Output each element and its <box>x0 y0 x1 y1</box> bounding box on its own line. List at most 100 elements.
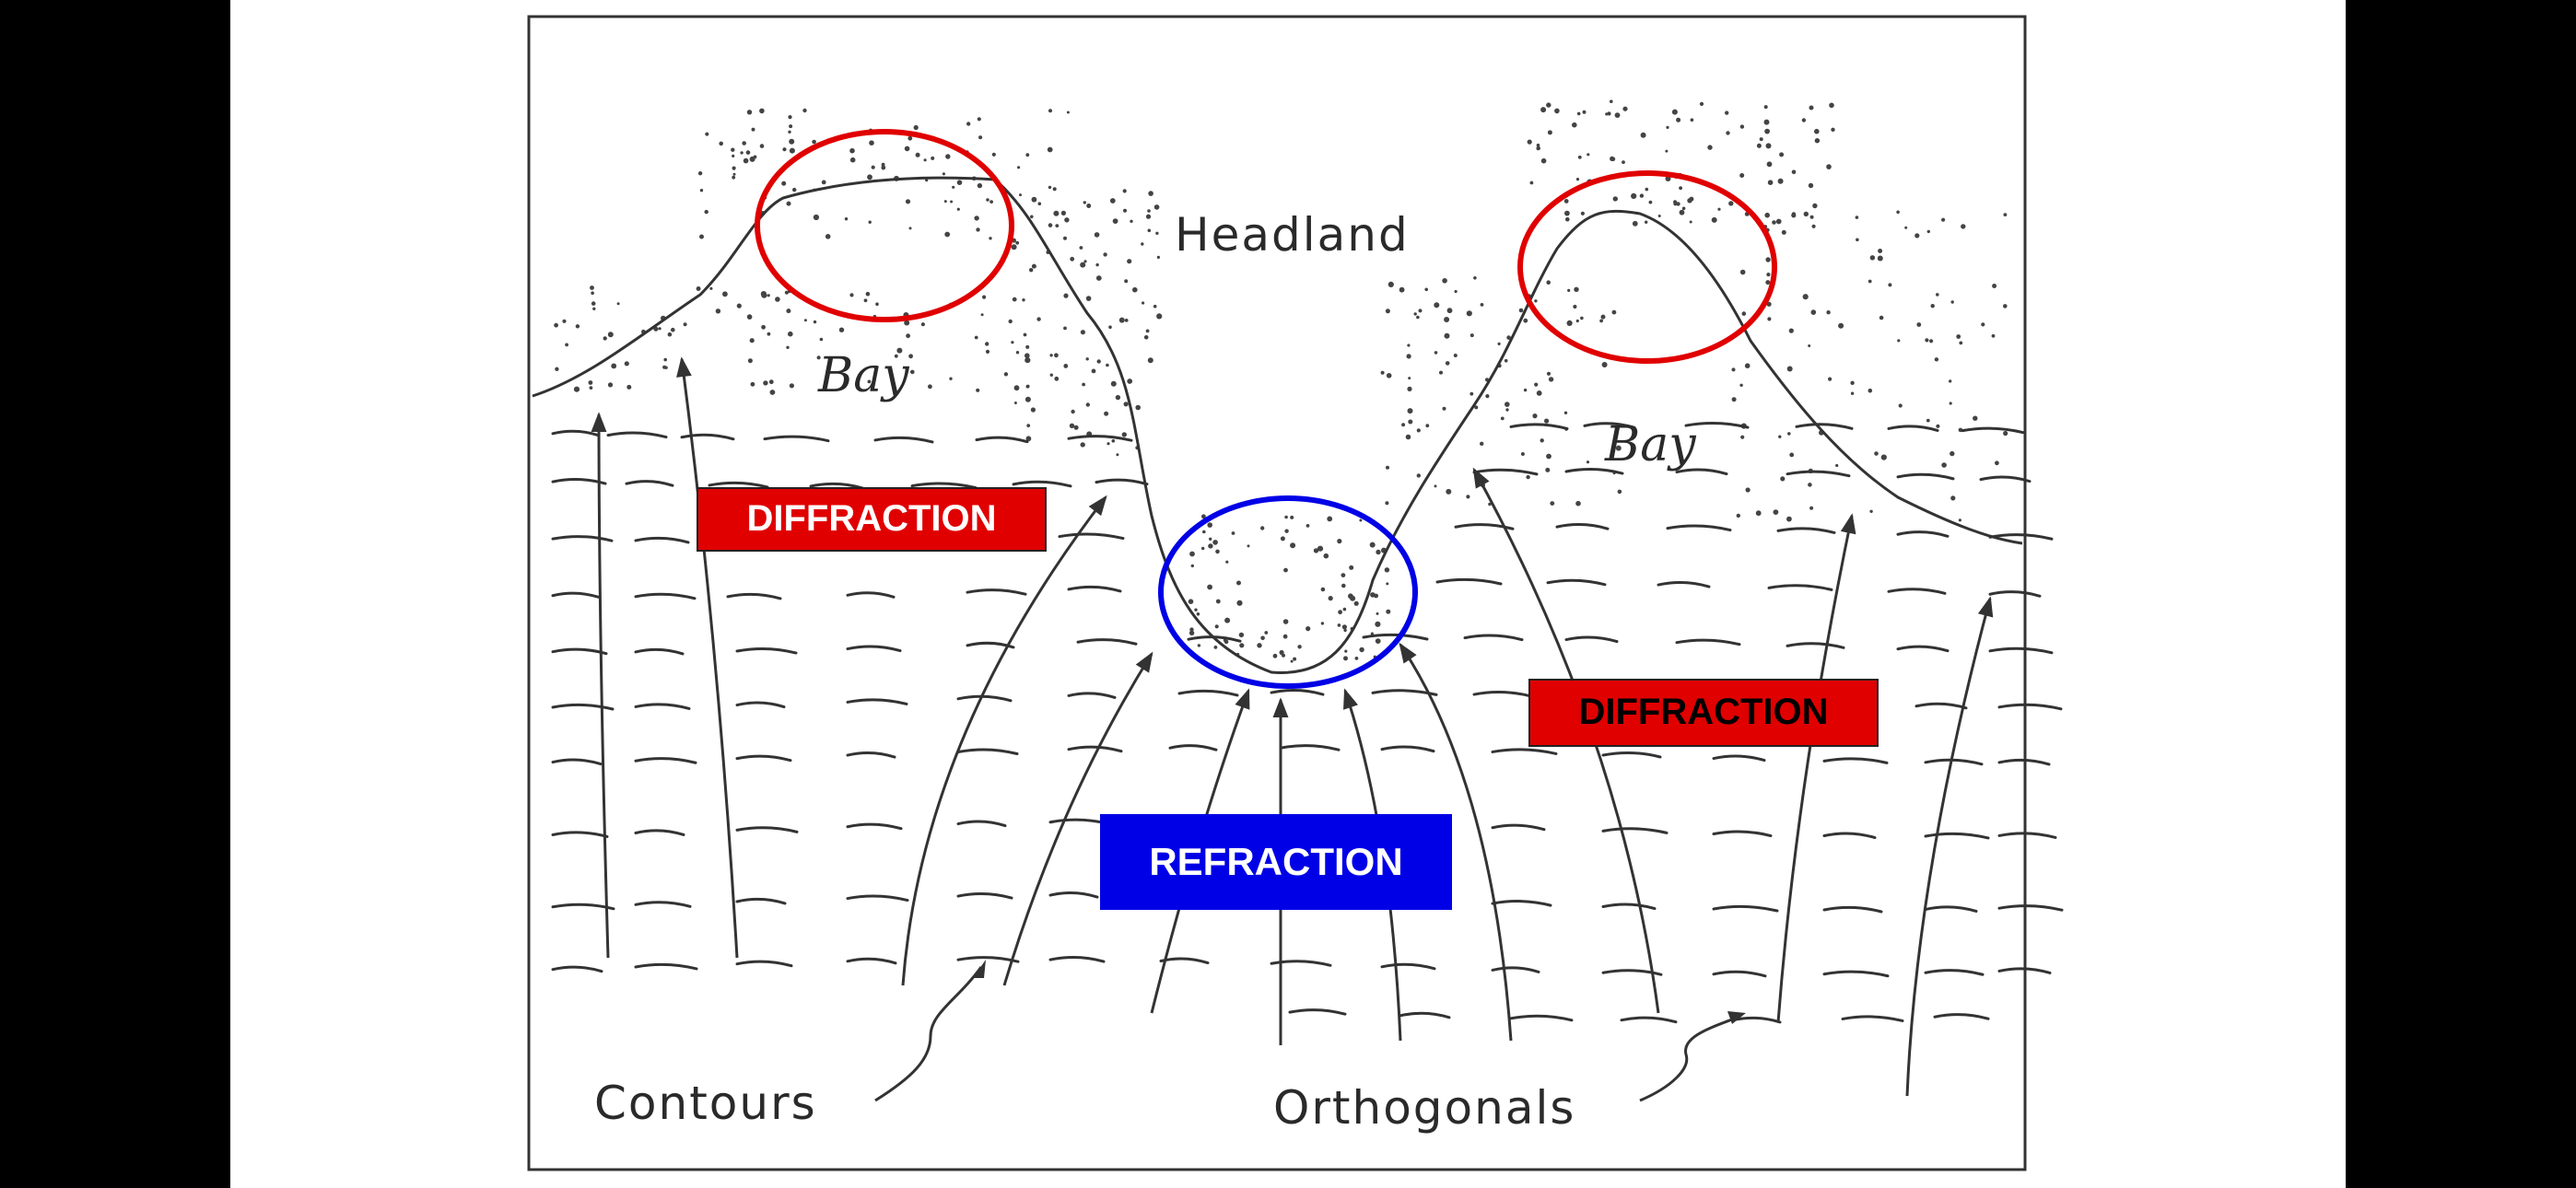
stipple-dot <box>1545 467 1551 472</box>
contour-dash <box>551 535 614 542</box>
stipple-dot <box>1406 354 1411 359</box>
stipple-dot <box>1759 137 1763 142</box>
stipple-dot <box>1926 418 1930 423</box>
stipple-dot <box>1536 143 1540 147</box>
stipple-dot <box>1201 514 1206 519</box>
stipple-dot <box>1337 539 1342 544</box>
orthogonal-arrowhead <box>676 356 692 378</box>
stipple-dot <box>1740 435 1745 439</box>
stipple-dot <box>565 343 568 347</box>
stipple-dot <box>1147 209 1151 213</box>
stipple-dot <box>1214 624 1219 629</box>
stipple-dot <box>931 156 935 160</box>
contour-dash <box>1067 585 1122 593</box>
stipple-dot <box>1225 560 1229 564</box>
stipple-dot <box>985 349 990 354</box>
stipple-dot <box>1401 423 1406 427</box>
bay-right-label: Bay <box>1604 417 1696 472</box>
stipple-dot <box>1582 110 1587 114</box>
stipple-dot <box>1526 474 1530 480</box>
stipple-dot <box>1049 354 1053 357</box>
contour-dash <box>726 592 782 600</box>
contour-dash <box>846 822 903 831</box>
coastline <box>532 176 2023 674</box>
stipple-dot <box>1374 593 1378 599</box>
diffraction-right-box <box>1528 679 1879 747</box>
stipple-dot <box>1202 530 1206 534</box>
stipple-dot <box>671 327 675 332</box>
stipple-dot <box>1054 376 1060 381</box>
stipple-dot <box>1236 580 1241 586</box>
stipple-dot <box>1544 418 1550 424</box>
stipple-dot <box>1645 220 1648 224</box>
stipple-dot <box>1109 198 1116 204</box>
stipple-dot <box>1073 425 1079 430</box>
stipple-dot <box>1036 317 1041 321</box>
stipple-dot <box>789 124 793 129</box>
stipple-dot <box>1442 278 1447 284</box>
stipple-dot <box>667 332 673 337</box>
stipple-dot <box>977 182 983 189</box>
stipple-dot <box>1197 644 1201 647</box>
stipple-dot <box>978 135 983 140</box>
stipple-dot <box>989 237 992 240</box>
stipple-dot <box>1897 339 1901 343</box>
stipple-dot <box>1835 463 1839 468</box>
contour-dash <box>1546 578 1607 587</box>
stipple-dot <box>1188 599 1194 604</box>
stipple-dot <box>1896 210 1900 215</box>
stipple-dot <box>974 215 979 221</box>
stipple-dot <box>803 319 807 322</box>
stipple-dot <box>1690 118 1694 122</box>
stipple-dot <box>819 337 824 342</box>
stipple-dot <box>1485 394 1490 399</box>
stipple-dot <box>1380 370 1385 375</box>
stipple-dot <box>1565 216 1570 222</box>
contour-dash <box>1786 642 1845 649</box>
stipple-dot <box>1575 500 1581 507</box>
contour-dash <box>1270 960 1332 967</box>
stipple-dot <box>742 141 746 146</box>
orthogonal-arrowhead <box>1399 642 1417 664</box>
contour-dash <box>1924 832 1990 840</box>
stipple-dot <box>1497 342 1501 345</box>
stipple-dot <box>974 335 978 340</box>
contour-dash <box>1583 422 1636 429</box>
contour-dash <box>1564 467 1624 475</box>
contour-dash <box>551 429 601 437</box>
stipple-dot <box>1063 326 1067 331</box>
stipple-dot <box>1031 263 1036 269</box>
stipple-dot <box>662 365 667 369</box>
stipple-dot <box>1523 388 1528 392</box>
contour-dash <box>1997 758 2051 766</box>
stipple-dot <box>555 367 559 371</box>
contour-dash <box>1380 745 1435 753</box>
stipple-dot <box>1130 219 1133 223</box>
wave-contours <box>551 421 2064 1024</box>
stipple-dot <box>1904 226 1908 229</box>
stipple-dot <box>1500 416 1505 421</box>
contour-dash <box>1058 532 1125 541</box>
stipple-dot <box>1739 383 1743 387</box>
contour-dash <box>763 435 830 443</box>
stipple-dot <box>821 180 826 185</box>
stipple-dot <box>1540 107 1547 113</box>
stipple-dot <box>1215 599 1221 604</box>
stipple-dot <box>1231 531 1235 535</box>
stipple-dot <box>1855 215 1859 219</box>
stipple-dot <box>732 172 736 176</box>
stipple-dot <box>786 309 791 314</box>
stipple-dot <box>1607 111 1611 116</box>
stipple-dot <box>1122 189 1127 193</box>
stipple-dot <box>705 132 709 136</box>
contour-dash <box>551 478 607 485</box>
stipple-dot <box>1399 286 1405 293</box>
stipple-dot <box>1060 210 1066 215</box>
stipple-dot <box>956 207 960 211</box>
stipple-dot <box>1407 408 1413 414</box>
stipple-dot <box>747 358 753 364</box>
stipple-dot <box>1095 262 1099 267</box>
contour-dash <box>1924 758 1984 766</box>
contour-dash <box>966 588 1027 596</box>
stipple-dot <box>1631 192 1637 199</box>
